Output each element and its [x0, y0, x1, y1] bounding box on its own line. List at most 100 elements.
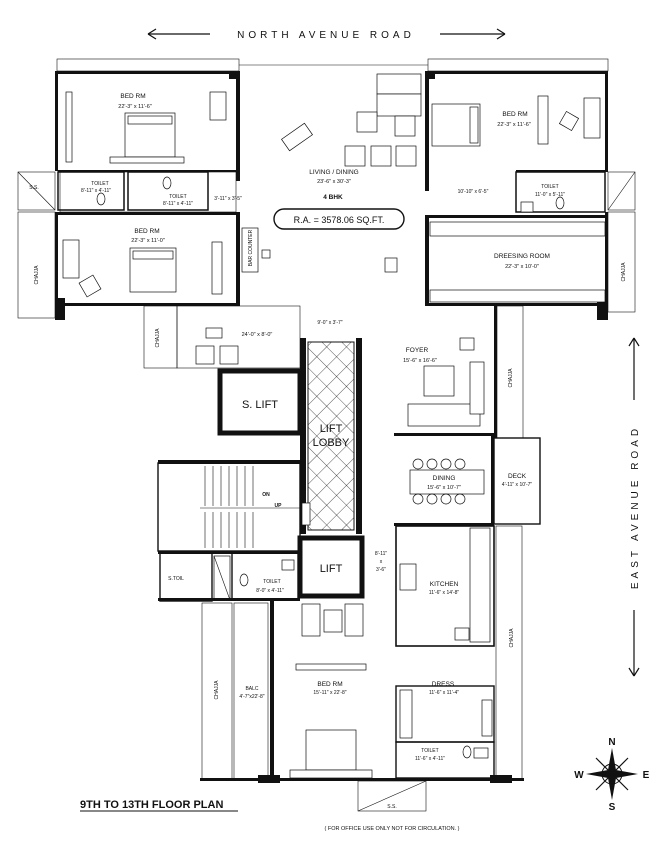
plan-title: 9TH TO 13TH FLOOR PLAN: [80, 799, 238, 812]
sofa-icon: [62, 239, 80, 279]
east-ss-shaft: CHAJJA: [607, 171, 636, 313]
bed-s-name: BED RM: [317, 681, 342, 688]
toilet-se-name: TOILET: [421, 748, 438, 754]
balcony-w: 24'-0" x 8'-0" CHAJJA 9'-0" x 3'-7": [143, 305, 343, 369]
dress: DRESS 11'-6" x 11'-4": [395, 681, 495, 743]
compass-n: N: [608, 737, 615, 748]
passage-ne-dim: 10'-10" x 6'-5": [458, 189, 489, 195]
dressing-room: DREESING ROOM 22'-3" x 10'-0": [428, 215, 608, 303]
deck: DECK 4'-11" x 10'-7": [493, 437, 541, 525]
sofa-ne-icon: [583, 97, 601, 139]
south-walls: S.S.: [200, 775, 524, 812]
toilet-nw2-name: TOILET: [169, 194, 186, 200]
service-toilet: S.TOIL TOILET 8'-0" x 4'-11": [158, 551, 300, 602]
living-dim: 23'-6" x 30'-3": [317, 179, 351, 185]
bed-w-dim: 22'-3" x 11'-0": [131, 238, 164, 244]
toilet-ne-dim: 11'-0" x 5'-11": [535, 192, 565, 198]
bed-s-dim: 15'-11" x 22'-8": [313, 690, 346, 696]
compass-rose: N S W E: [574, 737, 649, 813]
east-road-indicator: EAST AVENUE ROAD: [628, 337, 641, 677]
toilet-se: TOILET 11'-6" x 4'-11": [395, 741, 495, 779]
west-ss-shaft: S.S. CHAJJA: [17, 171, 56, 319]
bed-nw-name: BED RM: [120, 93, 145, 100]
balc-name: BALC: [245, 686, 258, 692]
bhk-label: 4 BHK: [323, 194, 343, 201]
west-ss-label: S.S.: [29, 185, 38, 191]
toilet-ne: TOILET 11'-0" x 5'-11": [515, 170, 608, 213]
lift-label: LIFT: [320, 563, 343, 575]
east-chajja-label: CHAJJA: [621, 262, 627, 282]
balc-dim: 4'-7"x22'-8": [239, 694, 264, 700]
kitchen-dim: 11'-6" x 14'-8": [429, 590, 460, 596]
lift-lobby: LIFT LOBBY: [300, 338, 362, 534]
area-badge: [273, 208, 405, 230]
bed-ne-dim: 22'-3" x 11'-6": [497, 122, 530, 128]
bedroom-s: BED RM 15'-11" x 22'-8": [270, 601, 373, 781]
dining: DINING 15'-6" x 10'-7": [394, 436, 494, 526]
south-ss-label: S.S.: [387, 804, 396, 810]
dining-name: DINING: [433, 475, 456, 482]
bed-w-name: BED RM: [134, 228, 159, 235]
lobby-dim: 9'-0" x 3'-7": [317, 320, 342, 326]
dress-name: DRESS: [432, 681, 455, 688]
west-chajja-label: CHAJJA: [34, 265, 40, 285]
duct-line3: 3'-6": [376, 567, 386, 573]
toilet-s-name: TOILET: [263, 579, 280, 585]
toilet-nw-name: TOILET: [91, 181, 108, 187]
balcony-w-dim: 24'-0" x 8'-0": [242, 332, 273, 338]
bedroom-ne: BED RM 22'-3" x 11'-6" 10'-10" x 6'-5": [431, 95, 601, 195]
lift-lobby-line2: LOBBY: [313, 437, 350, 449]
deck-name: DECK: [508, 473, 527, 480]
bed-nw-dim: 22'-3" x 11'-6": [118, 104, 151, 110]
east-road-label: EAST AVENUE ROAD: [630, 425, 641, 589]
kitchen-chajja-label: CHAJJA: [509, 628, 515, 648]
office-use-note: ( FOR OFFICE USE ONLY NOT FOR CIRCULATIO…: [325, 826, 460, 832]
stair-on-label: ON: [262, 492, 270, 498]
s-toil-label: S.TOIL: [168, 576, 184, 582]
service-lift: S. LIFT: [217, 368, 303, 436]
bar-counter-label: BAR COUNTER: [248, 229, 254, 266]
staircase: ON UP: [157, 460, 301, 552]
duct: 8'-11" x 3'-6": [375, 551, 388, 573]
dressing-name: DREESING ROOM: [494, 253, 550, 260]
north-road-label: NORTH AVENUE ROAD: [237, 30, 415, 41]
toilet-s-dim: 8'-0" x 4'-11": [256, 588, 284, 594]
bedroom-nw: BED RM 22'-3" x 11'-6": [58, 91, 238, 213]
dress-dim: 11'-6" x 11'-4": [429, 690, 459, 696]
dressing-dim: 22'-3" x 10'-0": [505, 264, 539, 270]
kitchen-name: KITCHEN: [430, 581, 459, 588]
dining-table-icon: [409, 469, 485, 495]
foyer: FOYER 15'-6" x 16'-6" CHAJJA: [394, 305, 524, 439]
compass-w: W: [574, 770, 584, 781]
foyer-table-icon: [423, 365, 455, 397]
living-dining: BAR COUNTER LIVING / DINING 23'-6" x 30'…: [241, 73, 422, 273]
area-label: R.A. = 3578.06 SQ.FT.: [294, 215, 385, 225]
dining-dim: 15'-6" x 10'-7": [427, 485, 461, 491]
lift-lobby-line1: LIFT: [320, 423, 343, 435]
toilet-se-dim: 11'-6" x 4'-11": [415, 756, 445, 762]
bedroom-w: BED RM 22'-3" x 11'-0": [58, 212, 240, 298]
deck-dim: 4'-11" x 10'-7": [502, 482, 533, 488]
toilet-ne-name: TOILET: [541, 184, 558, 190]
balc-sw-chajja-label: CHAJJA: [214, 680, 220, 700]
title-text: 9TH TO 13TH FLOOR PLAN: [80, 799, 223, 811]
foyer-name: FOYER: [406, 347, 429, 354]
stair-up-label: UP: [275, 503, 283, 509]
compass-e: E: [643, 770, 650, 781]
toilet-nw-dim: 8'-11" x 4'-11": [81, 188, 111, 194]
balcony-sw: CHAJJA BALC 4'-7"x22'-8": [201, 602, 269, 781]
toilet-nw2-dim: 8'-11" x 4'-11": [163, 201, 193, 207]
bed-ne-name: BED RM: [502, 111, 527, 118]
exterior-walls: [55, 71, 608, 320]
foyer-chajja-label: CHAJJA: [508, 368, 514, 388]
chair-icon: [209, 91, 227, 121]
duct-line2: x: [380, 559, 383, 565]
living-name: LIVING / DINING: [309, 169, 358, 176]
north-road-indicator: NORTH AVENUE ROAD: [147, 28, 506, 41]
duct-line1: 8'-11": [375, 551, 388, 557]
main-lift: LIFT: [297, 535, 365, 599]
passage-w-dim: 3'-11" x 3'-5": [214, 196, 242, 202]
s-lift-label: S. LIFT: [242, 399, 278, 411]
balcony-chajja-label: CHAJJA: [155, 328, 161, 348]
